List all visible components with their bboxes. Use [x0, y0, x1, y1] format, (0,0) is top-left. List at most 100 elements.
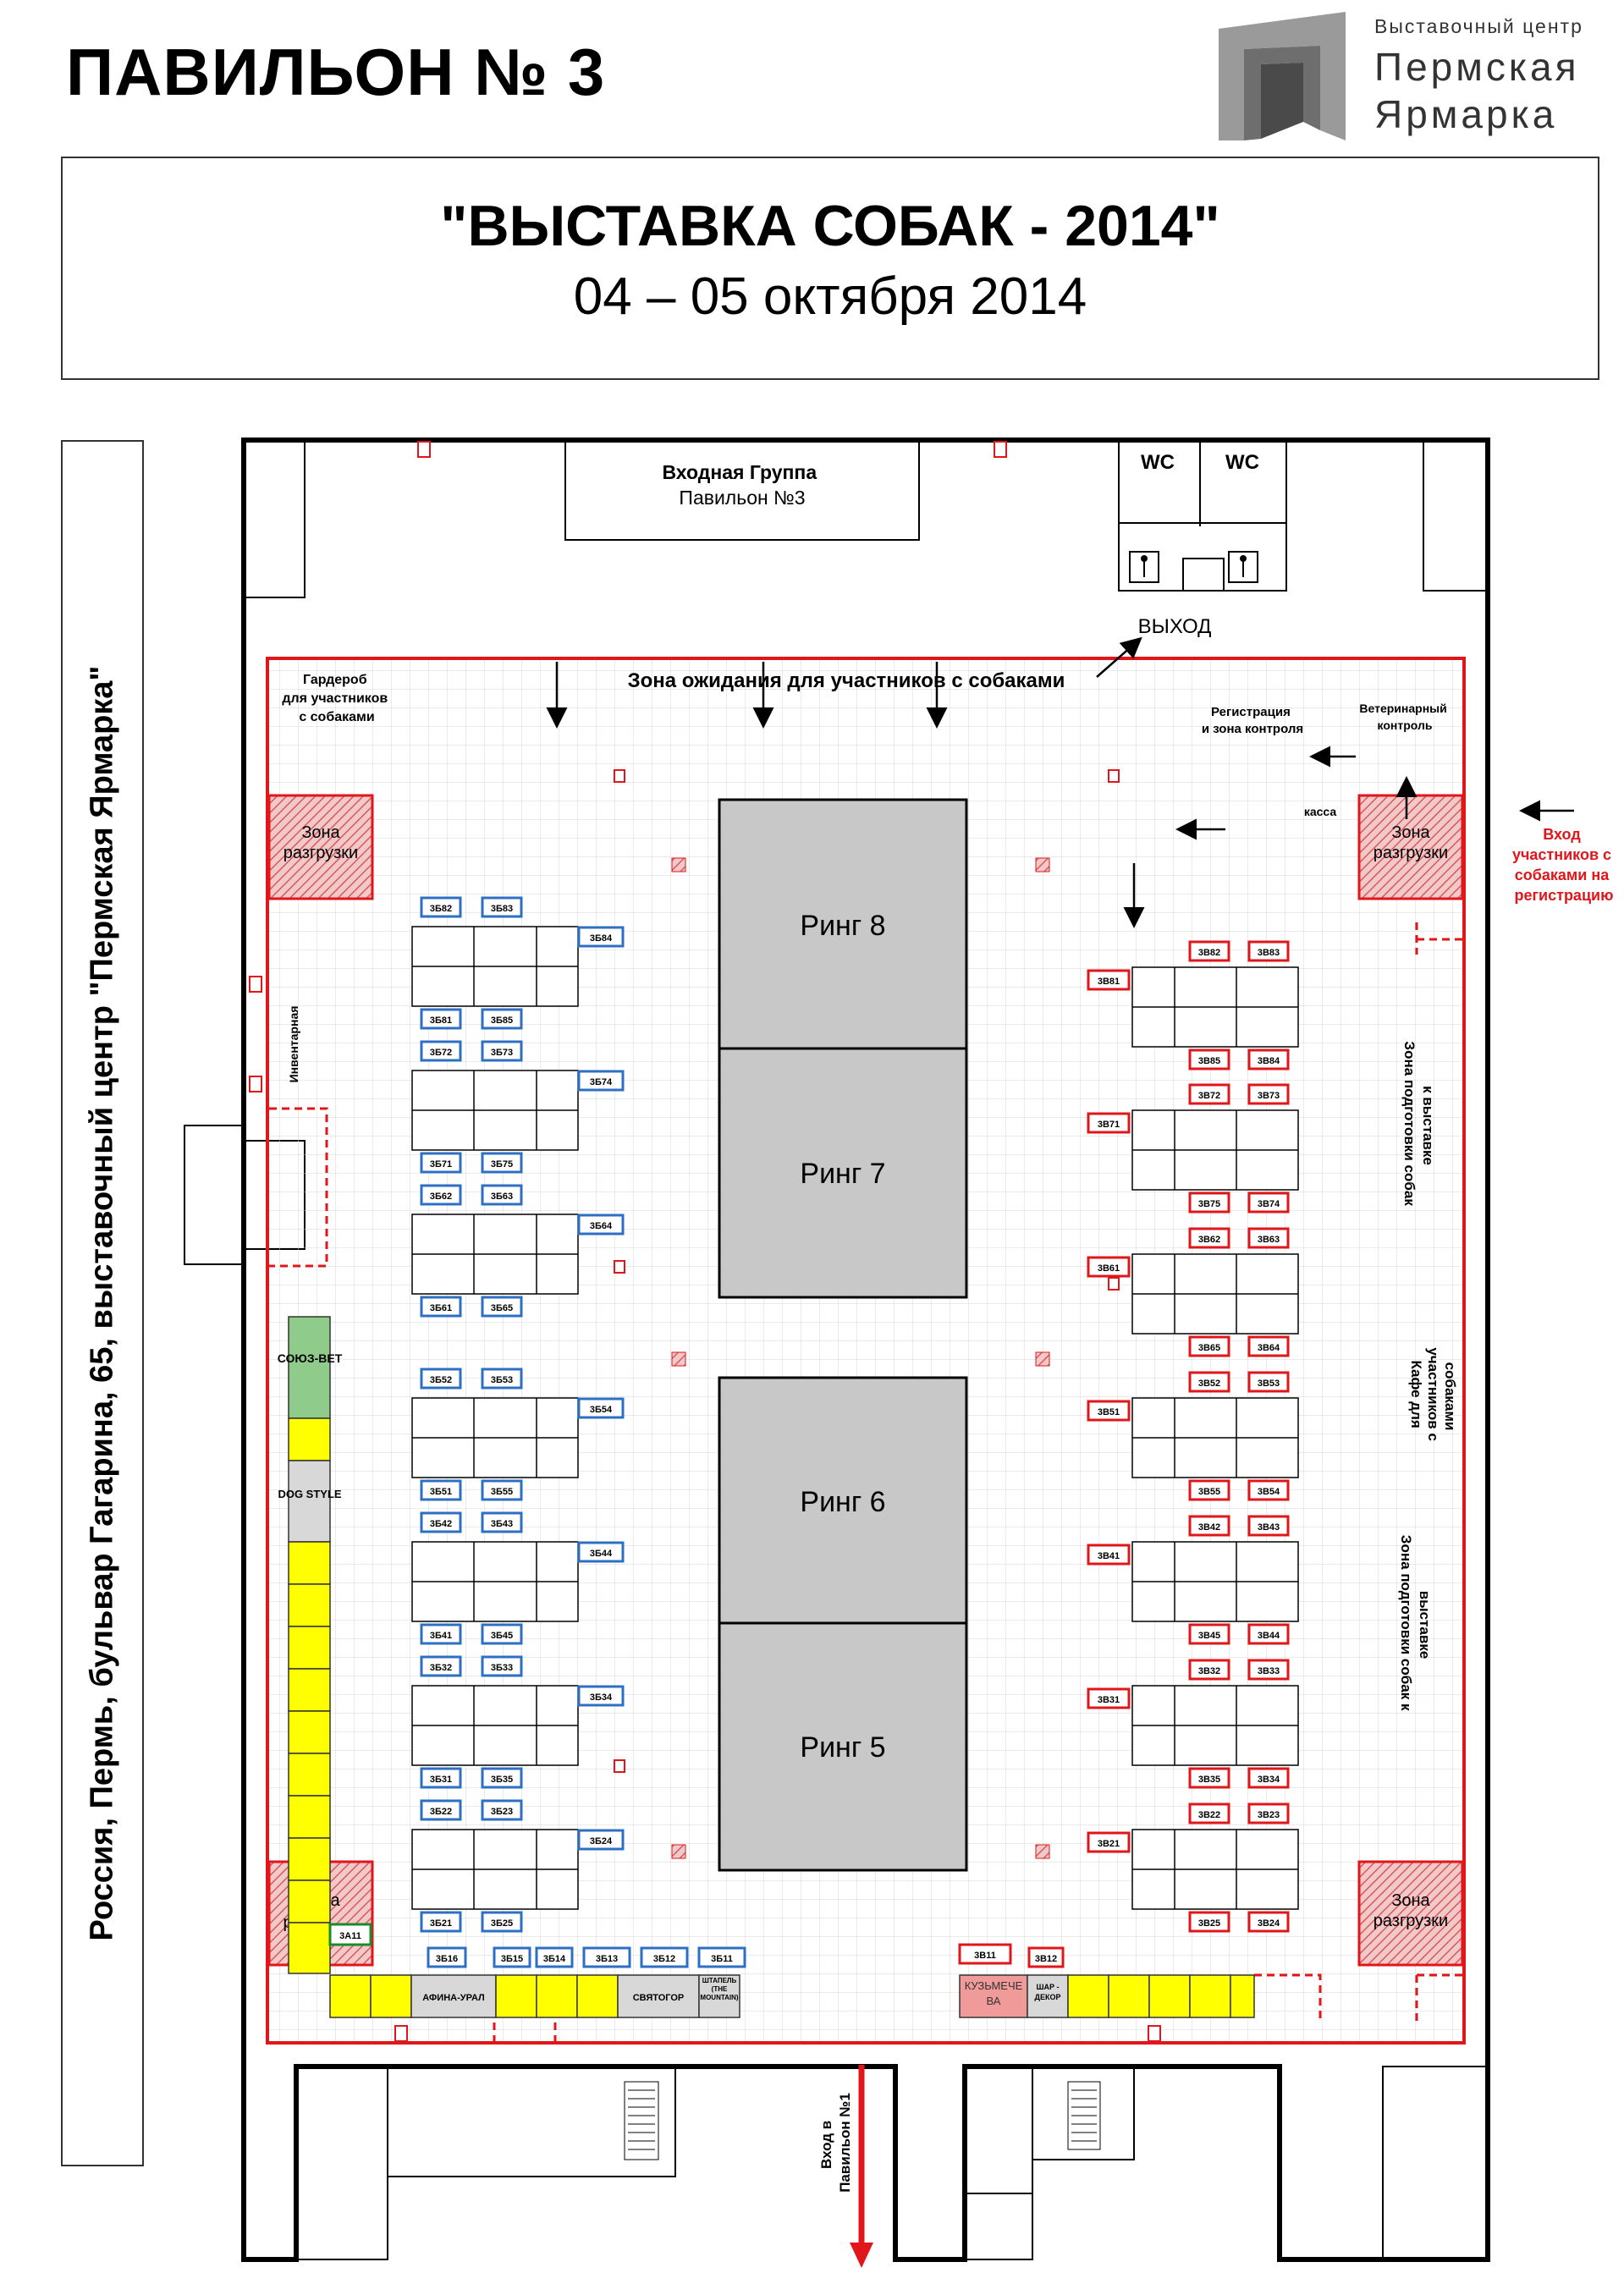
booth-3Б33: [481, 1655, 523, 1677]
booth-3В85: [1188, 1048, 1230, 1070]
wardrobe-label: Гардероб для участников с собаками: [282, 673, 391, 724]
booth-3Б55-label: 3Б55: [491, 1487, 513, 1497]
booth-3В12: [1027, 1946, 1065, 1968]
booth-3Б35-label: 3Б35: [491, 1775, 513, 1785]
top-structures: [184, 439, 1489, 2260]
cashier-label: касса: [1304, 805, 1337, 818]
booth-3В23-label: 3В23: [1258, 1810, 1280, 1820]
waiting-zone-label: Зона ожидания для участников с собаками: [628, 669, 1065, 692]
booth-3В63-label: 3В63: [1258, 1235, 1280, 1245]
booth-3В55: [1188, 1479, 1230, 1501]
booth-3Б81: [420, 1008, 462, 1030]
booth-3Б54-label: 3Б54: [590, 1405, 613, 1415]
booth-3В84-label: 3В84: [1258, 1056, 1280, 1066]
booth-3Б13-label: 3Б13: [596, 1954, 618, 1964]
booth-3В81: [1087, 969, 1131, 991]
booth-3В83-label: 3В83: [1258, 948, 1280, 958]
booth-3Б61-label: 3Б61: [430, 1303, 452, 1313]
booth-3Б35: [481, 1767, 523, 1789]
booth-3Б15-label: 3Б15: [501, 1954, 523, 1964]
booth-3Б55: [481, 1479, 523, 1501]
left-exhibit-column: [288, 1316, 331, 1974]
booth-3Б74-label: 3Б74: [590, 1077, 613, 1087]
booth-3Б63-label: 3Б63: [491, 1192, 513, 1202]
booth-3В61-label: 3В61: [1098, 1263, 1120, 1274]
booth-3Б41: [420, 1623, 462, 1645]
booth-3Б14: [535, 1946, 574, 1968]
fire-markers: [249, 441, 1161, 2042]
prep-zone-bottom-label: Зона подготовки собак к выставке: [1398, 1535, 1433, 1714]
booth-3В62-label: 3В62: [1198, 1235, 1220, 1245]
left-tables: [411, 926, 579, 1910]
stairs-right: [1067, 2081, 1101, 2150]
booth-3В34: [1247, 1767, 1290, 1789]
booth-3Б42: [420, 1511, 462, 1533]
booth-3Б32: [420, 1655, 462, 1677]
right-tables: [1131, 966, 1299, 1910]
booth-3В81-label: 3В81: [1098, 977, 1120, 987]
booth-3Б24-label: 3Б24: [590, 1836, 613, 1846]
entrance-pav1-label: Вход в Павильон №1: [818, 2093, 853, 2193]
booth-3Б71: [420, 1152, 462, 1174]
booth-3Б73: [481, 1040, 523, 1062]
booth-3В11-label: 3В11: [974, 1951, 996, 1961]
booth-3Б72-label: 3Б72: [430, 1048, 452, 1058]
booth-3Б24: [577, 1829, 625, 1851]
ring-5-label: Ринг 5: [800, 1731, 885, 1764]
booth-3Б43: [481, 1511, 523, 1533]
booth-3Б23-label: 3Б23: [491, 1807, 513, 1817]
exit-label: ВЫХОД: [1138, 615, 1212, 638]
booth-3В53-label: 3В53: [1258, 1379, 1280, 1389]
booth-3Б42-label: 3Б42: [430, 1519, 452, 1529]
booth-3Б71-label: 3Б71: [430, 1159, 452, 1170]
shtapel-label: ШТАПЕЛЬ (THE MOUNTAIN): [700, 1977, 739, 2001]
booth-3В42-label: 3В42: [1198, 1522, 1220, 1533]
logo-subtitle: Выставочный центр: [1374, 15, 1583, 37]
booth-3В54-label: 3В54: [1258, 1487, 1280, 1497]
booth-3Б73-label: 3Б73: [491, 1048, 513, 1058]
participants-entrance-label: Вход участников с собаками на регистраци…: [1512, 826, 1616, 904]
ring-8-label: Ринг 8: [800, 910, 885, 942]
booth-3В23: [1247, 1802, 1290, 1824]
booth-3Б52: [420, 1368, 462, 1390]
booth-3Б34-label: 3Б34: [590, 1692, 613, 1703]
booth-3Б53-label: 3Б53: [491, 1375, 513, 1385]
booth-3Б23: [481, 1799, 523, 1821]
kuzmecheva-label-wrap: КУЗЬМЕЧЕВА: [965, 1979, 1023, 2007]
booth-3Б75-label: 3Б75: [491, 1159, 513, 1170]
page-title: ПАВИЛЬОН № 3: [66, 35, 606, 109]
booth-3Б34: [577, 1685, 625, 1707]
dog-style-label: DOG STYLE: [278, 1488, 341, 1500]
booth-3Б62-label: 3Б62: [430, 1192, 452, 1202]
booth-3В44-label: 3В44: [1258, 1631, 1280, 1641]
booth-3Б83: [481, 896, 523, 918]
booth-3В85-label: 3В85: [1198, 1056, 1220, 1066]
exit-arrow-head: [850, 2243, 873, 2268]
booth-3В25-label: 3В25: [1198, 1918, 1220, 1929]
booth-3В35-label: 3В35: [1198, 1775, 1220, 1785]
booth-3Б61: [420, 1296, 462, 1318]
booth-3В11: [958, 1943, 1012, 1965]
booth-3Б82: [420, 896, 462, 918]
booth-3Б85-label: 3Б85: [491, 1015, 513, 1026]
booth-3В24: [1247, 1911, 1290, 1933]
booth-3Б15: [493, 1946, 531, 1968]
afina-ural-label: АФИНА-УРАЛ: [422, 1993, 485, 2003]
booth-3Б85: [481, 1008, 523, 1030]
booth-3Б12-label: 3Б12: [653, 1954, 675, 1964]
booth-3Б51-label: 3Б51: [430, 1487, 452, 1497]
booth-3a11-label: 3А11: [339, 1931, 361, 1941]
booth-3В72: [1188, 1083, 1230, 1105]
wc-label-2: WC: [1225, 451, 1259, 474]
ring-7: [718, 1047, 968, 1299]
booth-3В51: [1087, 1400, 1131, 1422]
booth-3В73: [1247, 1083, 1290, 1105]
booth-3Б13: [582, 1946, 631, 1968]
booth-3В45: [1188, 1623, 1230, 1645]
booth-3Б82-label: 3Б82: [430, 904, 452, 914]
booth-3Б31-label: 3Б31: [430, 1775, 452, 1785]
booth-3В64: [1247, 1335, 1290, 1357]
